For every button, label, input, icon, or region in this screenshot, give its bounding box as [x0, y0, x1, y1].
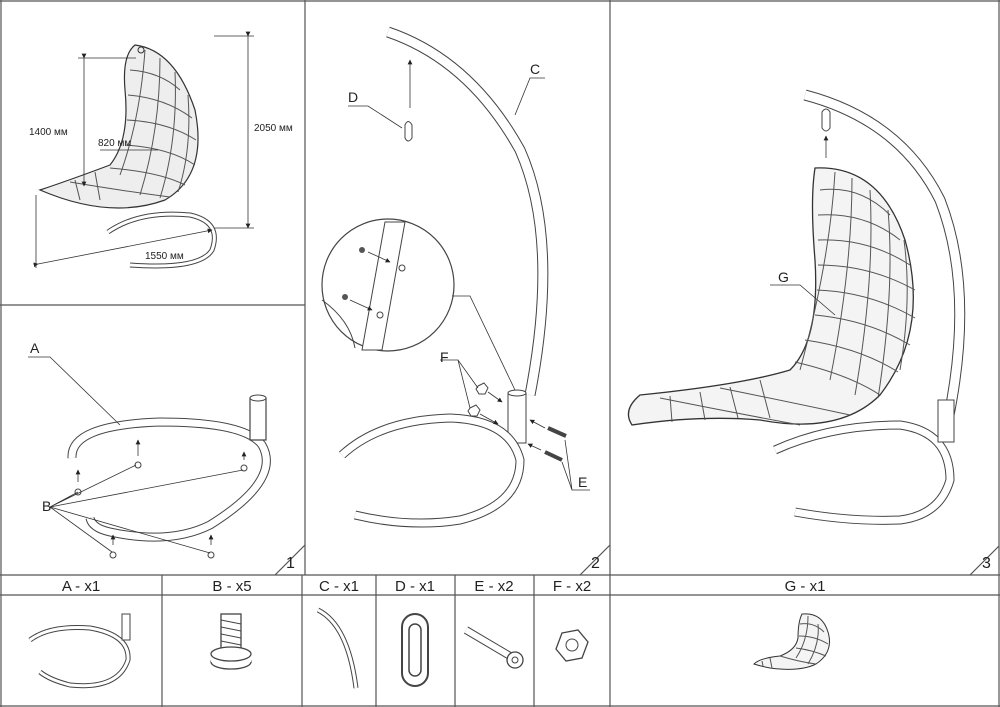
label-f: F	[440, 349, 449, 365]
step-number-3: 3	[982, 555, 991, 572]
part-e-label: E - x2	[474, 578, 513, 595]
part-g-label: G - x1	[785, 578, 826, 595]
label-g: G	[778, 269, 789, 285]
step-number-2: 2	[591, 555, 600, 572]
part-a-icon	[28, 613, 131, 689]
step-3-drawing: G 3	[627, 89, 991, 572]
label-c: C	[530, 61, 540, 77]
part-d-label: D - x1	[395, 578, 435, 595]
part-b-label: B - x5	[212, 578, 251, 595]
part-c-label: C - x1	[319, 578, 359, 595]
label-d: D	[348, 89, 358, 105]
label-a: A	[30, 340, 40, 356]
parts-header-row: A - x1 B - x5 C - x1 D - x1 E - x2 F - x…	[62, 578, 826, 595]
dimensions-drawing: 1400 мм 2050 мм 820 мм 1550 мм	[29, 31, 293, 269]
dimension-length: 1550 мм	[145, 251, 184, 262]
step-2-drawing: D C F E 2	[321, 26, 600, 572]
part-f-label: F - x2	[553, 578, 591, 595]
dimension-seat-height: 1400 мм	[29, 127, 68, 138]
step-number-1: 1	[286, 555, 295, 572]
part-a-label: A - x1	[62, 578, 100, 595]
part-b-icon	[210, 613, 252, 670]
label-e: E	[578, 474, 587, 490]
parts-icons-row	[28, 607, 830, 689]
part-f-icon	[555, 629, 589, 662]
label-b: B	[42, 498, 51, 514]
step-1-drawing: A B 1	[28, 340, 295, 572]
dimension-total-height: 2050 мм	[254, 123, 293, 134]
part-g-icon	[753, 613, 830, 670]
part-e-icon	[463, 626, 524, 669]
dimension-seat-width: 820 мм	[98, 138, 131, 149]
part-c-icon	[316, 607, 359, 689]
part-d-icon	[401, 613, 429, 687]
